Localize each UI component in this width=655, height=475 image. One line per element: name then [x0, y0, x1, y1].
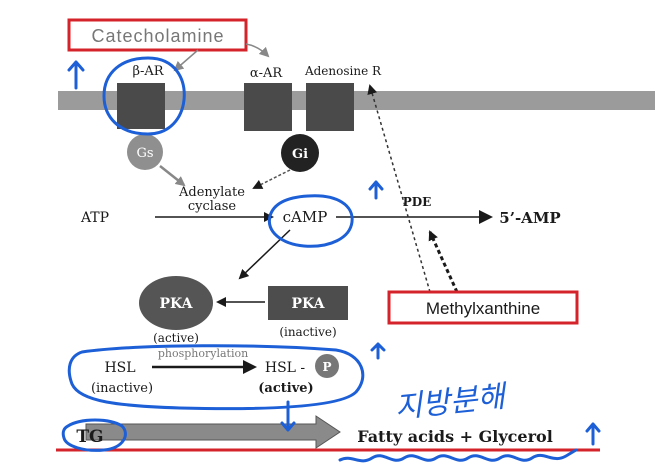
- methylxanthine-box: [387, 290, 579, 325]
- tg-circle: [61, 418, 127, 452]
- catecholamine-label: Catecholamine: [91, 26, 224, 46]
- products-up-arrow: [585, 422, 601, 446]
- alpha-ar-label: α-AR: [250, 66, 284, 81]
- methylxanthine-label: Methylxanthine: [426, 299, 540, 318]
- atp-label: ATP: [80, 210, 109, 226]
- gi-protein: [281, 134, 319, 172]
- pka-active-node: [139, 276, 213, 330]
- handwritten-korean-label: 지방분해: [393, 380, 510, 425]
- five-amp-label: 5’-AMP: [499, 209, 560, 227]
- gs-to-cyclase-arrow: [159, 165, 186, 187]
- beta-ar-receptor: [117, 83, 165, 129]
- phosphate-node: [315, 354, 339, 378]
- hsl-circle: [67, 344, 365, 411]
- camp-circle: [267, 194, 354, 248]
- hsl-down-arrow: [280, 400, 296, 432]
- camp-up-arrow: [368, 180, 384, 200]
- catecholamine-up-arrow: [67, 60, 85, 90]
- beta-ar-label: β-AR: [132, 64, 164, 79]
- gi-label: Gi: [292, 147, 308, 162]
- gs-protein: [127, 134, 163, 170]
- hsl-inactive-label: HSL: [104, 360, 135, 376]
- adenosine-r-label: Adenosine R: [304, 64, 382, 78]
- gi-to-cyclase-arrow: [252, 169, 291, 189]
- phosphorylation-label: phosphorylation: [158, 347, 248, 360]
- phosphate-label: P: [322, 360, 331, 374]
- hsl-active-label: HSL -: [265, 360, 306, 376]
- methylxanthine-to-adenosine-arrow: [367, 84, 431, 293]
- hsl-up-arrow: [370, 342, 386, 360]
- hsl-inactive-state: (inactive): [91, 381, 153, 396]
- cyclase-label: cyclase: [188, 199, 236, 214]
- catecholamine-box: [67, 18, 248, 52]
- cell-membrane: [58, 91, 655, 110]
- tg-label: TG: [76, 427, 103, 447]
- catecholamine-to-alpha-arrow: [245, 43, 270, 58]
- alpha-ar-receptor: [244, 83, 292, 131]
- gs-label: Gs: [136, 146, 153, 161]
- adenylate-label: Adenylate: [178, 185, 245, 200]
- camp-to-pka-arrow: [238, 229, 291, 280]
- pka-active-state: (active): [153, 331, 199, 345]
- blue-annotations: [61, 56, 601, 463]
- pka-inactive-node: [268, 286, 348, 320]
- products-label: Fatty acids + Glycerol: [357, 427, 553, 446]
- hsl-active-state: (active): [258, 381, 313, 396]
- pka-active-label: PKA: [160, 296, 194, 312]
- adenosine-receptor: [306, 83, 354, 131]
- methylxanthine-to-pde-arrow: [428, 230, 459, 293]
- pde-label: PDE: [403, 195, 432, 209]
- beta-ar-circle: [102, 56, 186, 136]
- products-squiggle: [338, 448, 578, 463]
- pka-inactive-state: (inactive): [279, 325, 336, 339]
- pka-inactive-label: PKA: [292, 296, 326, 312]
- camp-label: cAMP: [283, 208, 328, 226]
- catecholamine-to-beta-arrow: [173, 49, 199, 72]
